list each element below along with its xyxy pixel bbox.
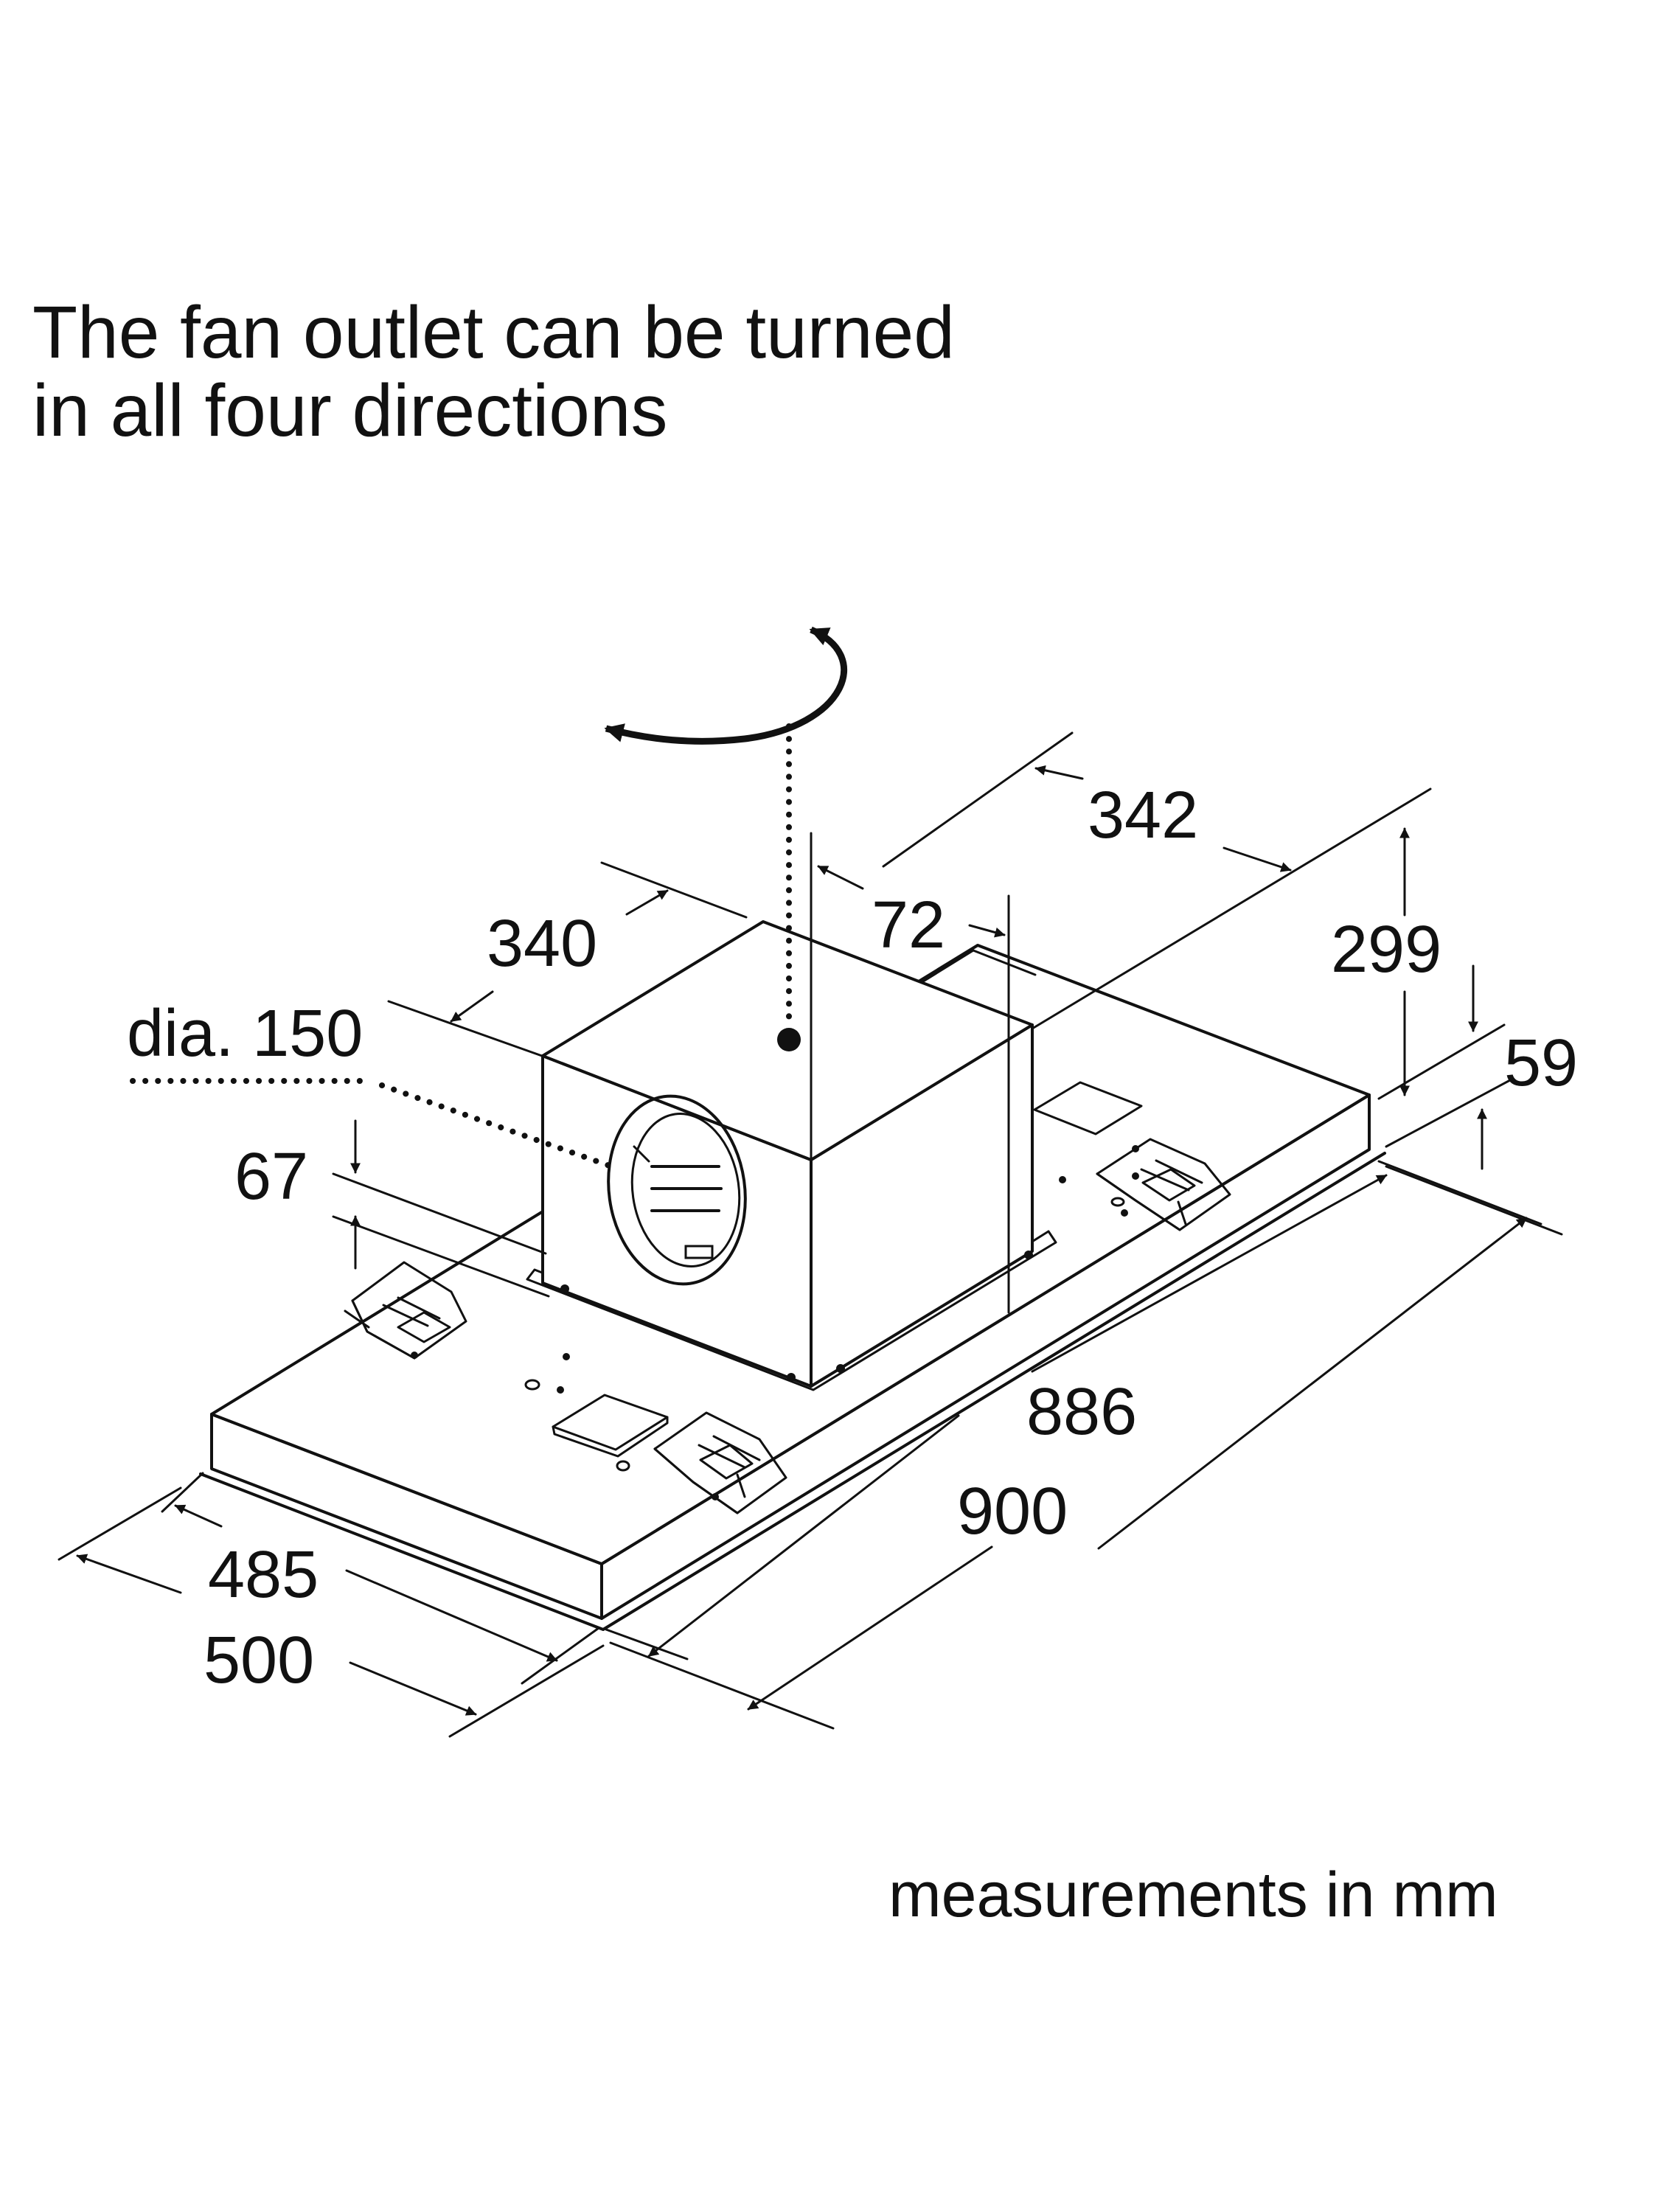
panel-hole	[1110, 1197, 1125, 1207]
panel-hole	[563, 1353, 570, 1360]
mounting-bracket-left	[344, 1261, 467, 1360]
flange-hole	[560, 1284, 569, 1293]
spigot-clip	[633, 1145, 650, 1163]
dimension-342: 342	[882, 731, 1432, 1030]
dia150-leader-dotted-diag	[379, 1082, 621, 1172]
mounting-bracket-right	[1096, 1138, 1231, 1231]
dimension-59: 59	[1377, 964, 1578, 1170]
dim-72-label: 72	[872, 888, 945, 962]
dim-342-label: 342	[1088, 779, 1198, 852]
rotation-axis-point	[777, 1028, 801, 1051]
dim-340-label: 340	[487, 907, 597, 981]
damper-hinge	[684, 1245, 714, 1259]
vent-cutout-rear	[1033, 1081, 1143, 1135]
heading-line-1: The fan outlet can be turned	[32, 291, 955, 374]
dim-485-label: 485	[208, 1538, 319, 1612]
dimension-886: 886	[605, 1160, 1543, 1660]
panel-hole	[557, 1386, 564, 1394]
panel-notch	[916, 949, 1037, 987]
dimension-72: 72	[810, 832, 1010, 1314]
dimension-67: 67	[234, 1119, 550, 1298]
measurement-unit-note: measurements in mm	[888, 1860, 1498, 1930]
dimension-485: 485	[161, 1472, 600, 1685]
flange-hole	[836, 1364, 845, 1373]
flange-hole	[1024, 1251, 1033, 1259]
dimension-340: 340	[387, 861, 748, 1057]
dim-59-label: 59	[1504, 1026, 1578, 1100]
flange-hole	[787, 1373, 796, 1382]
dim-886-label: 886	[1026, 1375, 1137, 1449]
panel-hole	[524, 1379, 540, 1391]
mounting-bracket-front	[653, 1411, 787, 1514]
housing-base-flange	[526, 1230, 1057, 1391]
panel-bottom-rim	[199, 1152, 1386, 1631]
dim-67-label: 67	[234, 1140, 308, 1214]
rotation-arrow	[604, 626, 848, 745]
dim-dia150-label: dia. 150	[127, 997, 363, 1071]
panel-hole	[1121, 1209, 1128, 1217]
panel-top-details	[524, 1081, 1143, 1472]
dim-900-label: 900	[957, 1475, 1068, 1548]
heading-line-2: in all four directions	[32, 369, 668, 452]
panel-hole	[1132, 1172, 1139, 1180]
panel-hole	[616, 1460, 630, 1472]
spigot-inner-ring	[630, 1113, 741, 1267]
panel-hole	[1059, 1176, 1066, 1183]
spigot-outer-ring	[607, 1094, 747, 1286]
dimension-500: 500	[58, 1486, 605, 1738]
dim-299-label: 299	[1331, 913, 1441, 987]
rotation-indicator	[604, 626, 848, 1051]
outlet-spigot	[607, 1094, 747, 1286]
diagram-heading: The fan outlet can be turned in all four…	[32, 293, 955, 450]
dimension-299: 299	[1331, 827, 1441, 1096]
dim-500-label: 500	[204, 1624, 314, 1697]
dimension-900: 900	[609, 1165, 1563, 1730]
dimension-dia150: dia. 150	[127, 997, 621, 1172]
